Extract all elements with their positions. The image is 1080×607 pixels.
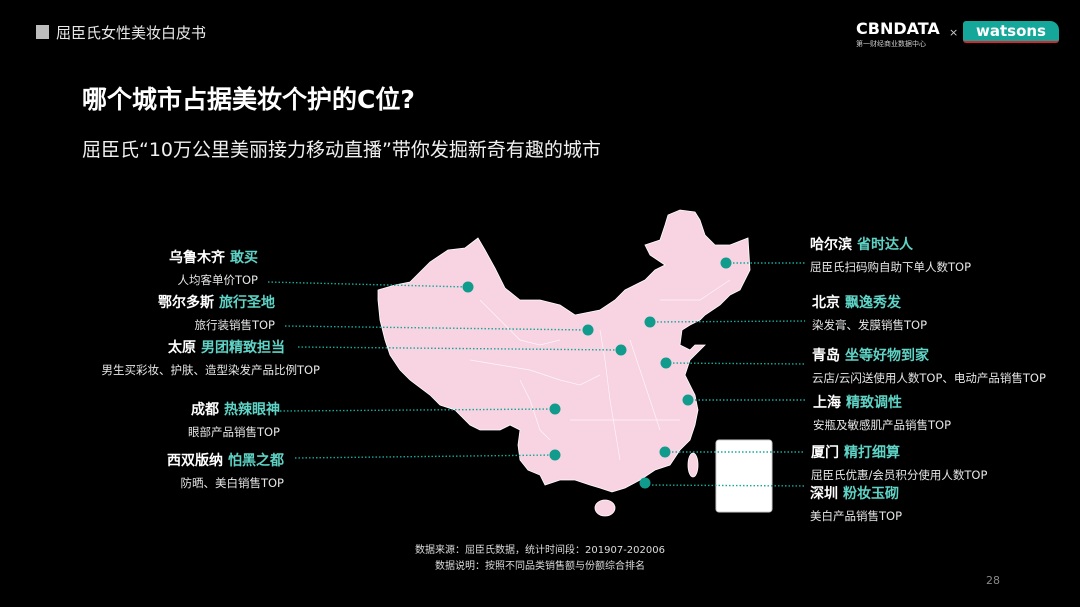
- data-note: 数据说明：按照不同品类销售额与份额综合排名: [435, 561, 645, 572]
- city-label-chengdu: 成都热辣眼神 眼部产品销售TOP: [187, 402, 280, 439]
- city-label-qingdao: 青岛坐等好物到家 云店/云闪送使用人数TOP、电动产品销售TOP: [812, 348, 1046, 385]
- dot-shanghai: [682, 394, 694, 406]
- city-label-urumqi: 乌鲁木齐敢买 人均客单价TOP: [169, 250, 258, 287]
- logo-separator: ×: [949, 26, 959, 39]
- city-label-beijing: 北京飘逸秀发 染发膏、发膜销售TOP: [812, 295, 928, 332]
- city-label-xiamen: 厦门精打细算 屈臣氏优惠/会员积分使用人数TOP: [811, 445, 988, 482]
- dot-beijing: [644, 316, 656, 328]
- page-title: 哪个城市占据美妆个护的C位?: [82, 85, 415, 114]
- city-label-xishuangbanna: 西双版纳怕黑之都 防晒、美白销售TOP: [167, 453, 284, 490]
- city-label-ordos: 鄂尔多斯旅行圣地 旅行装销售TOP: [158, 295, 275, 332]
- city-label-shanghai: 上海精致调性 安瓶及敏感肌产品销售TOP: [813, 395, 952, 432]
- dot-xiamen: [659, 446, 671, 458]
- watsons-logo: watsons: [963, 21, 1059, 43]
- dot-shenzhen: [639, 477, 651, 489]
- cbndata-logo-sub: 第一财经商业数据中心: [856, 40, 926, 48]
- hainan: [594, 499, 616, 517]
- dot-taiyuan: [615, 344, 627, 356]
- city-label-taiyuan: 太原男团精致担当 男生买彩妆、护肤、造型染发产品比例TOP: [101, 340, 320, 377]
- page-subtitle: 屈臣氏“10万公里美丽接力移动直播”带你发掘新奇有趣的城市: [82, 139, 601, 161]
- leader-lines: [267, 262, 806, 487]
- dot-ordos: [582, 324, 594, 336]
- taiwan: [687, 452, 699, 478]
- dot-urumqi: [462, 281, 474, 293]
- cbndata-logo: CBNDATA: [856, 19, 940, 38]
- dot-chengdu: [549, 403, 561, 415]
- china-mainland: [377, 209, 751, 493]
- page-number: 28: [986, 574, 1000, 587]
- dot-harbin: [720, 257, 732, 269]
- city-label-harbin: 哈尔滨省时达人 屈臣氏扫码购自助下单人数TOP: [810, 237, 972, 274]
- report-title: 屈臣氏女性美妆白皮书: [56, 24, 207, 42]
- data-source: 数据来源：屈臣氏数据，统计时间段：201907-202006: [415, 545, 665, 556]
- dot-xishuangbanna: [549, 449, 561, 461]
- dot-qingdao: [660, 357, 672, 369]
- south-china-sea-inset: [715, 439, 773, 513]
- province-borders: [469, 279, 731, 461]
- city-label-shenzhen: 深圳粉妆玉砌 美白产品销售TOP: [810, 486, 903, 523]
- header-square-icon: [36, 25, 49, 39]
